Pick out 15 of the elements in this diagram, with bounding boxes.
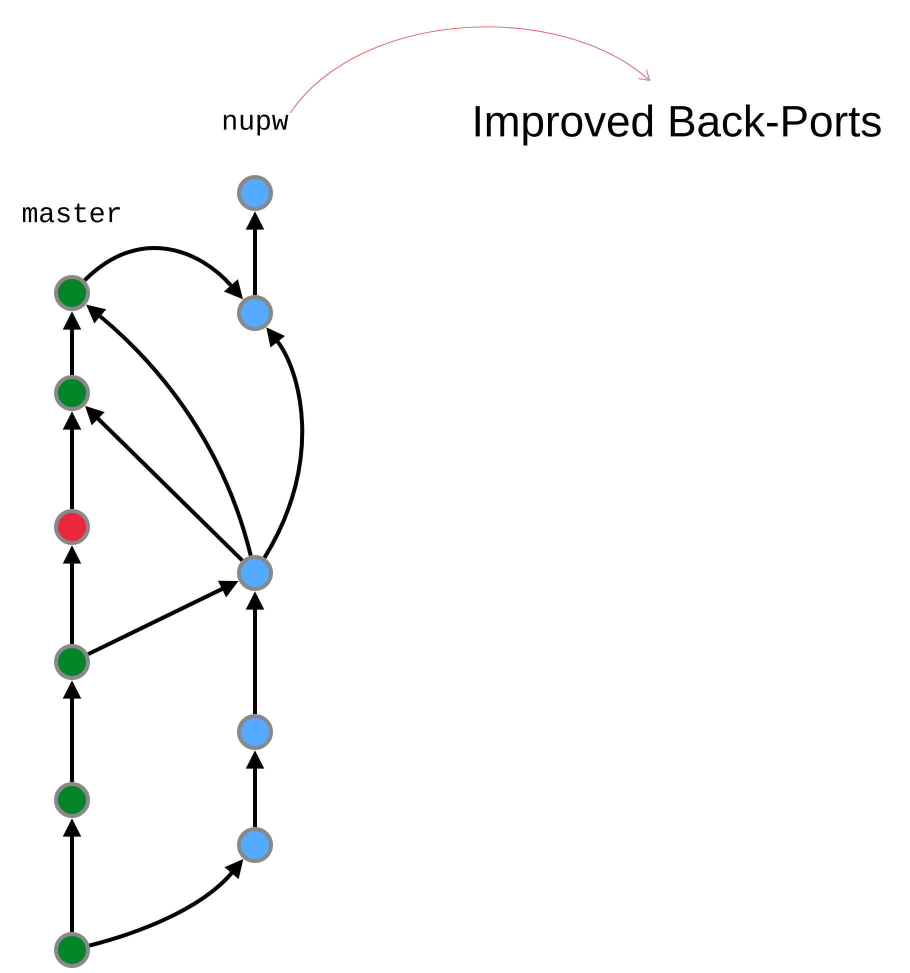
branch-label: master: [22, 204, 120, 222]
commit-circle: [54, 932, 90, 968]
branch-label: nupw: [224, 114, 288, 136]
commit-circle: [237, 555, 273, 591]
commit-circle: [54, 275, 90, 311]
commit-circle: [237, 714, 273, 750]
commit-circle: [237, 295, 273, 331]
commit-circle: [54, 644, 90, 680]
heading-text: Improved Back-Ports: [476, 104, 881, 146]
commit-circle: [54, 375, 90, 411]
commit-circle: [237, 175, 273, 211]
commit-circle: [54, 509, 90, 545]
commit-circle: [54, 782, 90, 818]
arrow: [290, 26, 650, 114]
commit-circle: [237, 827, 273, 863]
